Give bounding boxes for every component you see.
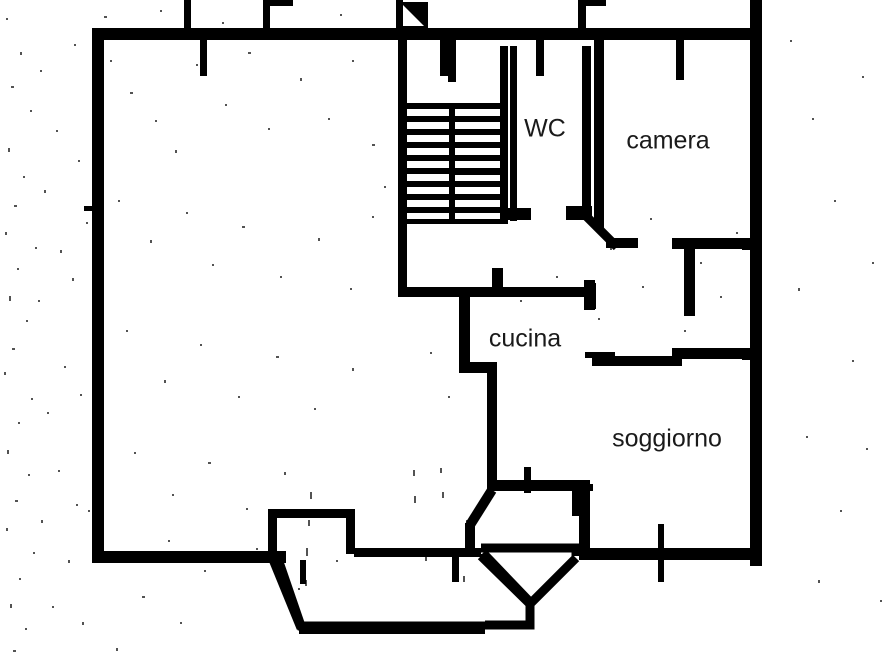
opening-ticks [84, 0, 752, 584]
wall-layer [92, 0, 762, 634]
room-label-wc: WC [524, 115, 566, 143]
wall-wc-left [510, 46, 517, 221]
wall-stair-right [500, 46, 508, 224]
staircase [404, 103, 500, 224]
balcony-outline [272, 543, 581, 631]
wall-camera-left [594, 40, 604, 230]
doorway-tick [658, 556, 664, 582]
window-tick [396, 0, 403, 30]
window-tick [536, 36, 544, 76]
wall-balcony-lower-left-outline [272, 554, 485, 631]
wall-stair-left [398, 40, 407, 296]
wall-camera-bottom [672, 348, 752, 359]
doorway-tick [300, 560, 306, 584]
wall-balcony-top [268, 509, 354, 518]
window-tick [578, 0, 586, 30]
wall-balcony-upper-right-outline [481, 543, 581, 556]
wall-exterior-bottom-left [92, 551, 286, 563]
door-swings [400, 2, 638, 251]
wall-wc-right [582, 46, 591, 216]
wall-corridor-right [579, 480, 590, 558]
window-tick [263, 0, 293, 6]
wall-cucina-right [487, 362, 497, 490]
wall-closet-leg [684, 238, 695, 316]
wall-soggiorno-topleft [592, 356, 602, 364]
room-label-soggiorno: soggiorno [612, 425, 722, 453]
wall-exterior-top [92, 28, 760, 40]
doorway-tick [585, 352, 615, 358]
window-tick-left [84, 206, 104, 211]
wall-exterior-left [92, 28, 104, 563]
door-swing-camera [580, 210, 638, 251]
wall-cucina-jog [459, 362, 493, 373]
window-tick [263, 0, 270, 30]
doorway-tick [492, 268, 501, 296]
window-tick [440, 36, 448, 76]
doorway-tick [658, 524, 664, 558]
window-tick [578, 0, 606, 6]
wall-exterior-right [750, 0, 762, 566]
wall-right-upper-stub [750, 0, 762, 32]
window-tick [676, 36, 684, 80]
wall-soggiorno-bottom [579, 548, 751, 560]
wall-soggiorno-top [592, 356, 682, 366]
wall-balcony-inset-right [346, 509, 355, 554]
room-labels: WC camera cucina soggiorno [489, 115, 722, 453]
doorway-tick [448, 40, 456, 82]
window-tick [184, 0, 191, 30]
door-swing-entry [400, 2, 428, 29]
wall-balcony-chamfer-ne [526, 554, 580, 608]
scan-noise-layer [4, 10, 882, 652]
wall-corridor-bottom [487, 480, 590, 491]
wall-closet-top [672, 238, 752, 249]
wall-tick-right [742, 238, 752, 250]
stair-handrail [449, 103, 455, 224]
room-label-camera: camera [626, 127, 709, 155]
doorway-tick [524, 467, 531, 493]
wall-balcony-chamfer-right [477, 552, 535, 630]
wall-tick-right [742, 348, 752, 360]
window-tick [200, 36, 207, 76]
doorway-tick [563, 484, 593, 491]
doorway-tick [572, 490, 579, 516]
wall-cucina-left-upper [459, 297, 470, 372]
wall-wc-bottom-left-stub [505, 208, 531, 220]
room-label-cucina: cucina [489, 325, 561, 353]
doorway-tick [584, 280, 595, 310]
wall-cucina-chamfer [465, 487, 497, 528]
doorway-tick [452, 556, 459, 582]
wall-balcony-right-horizontal [354, 548, 481, 557]
wall-balcony-left [268, 509, 277, 557]
stair-direction-tick [455, 168, 500, 175]
